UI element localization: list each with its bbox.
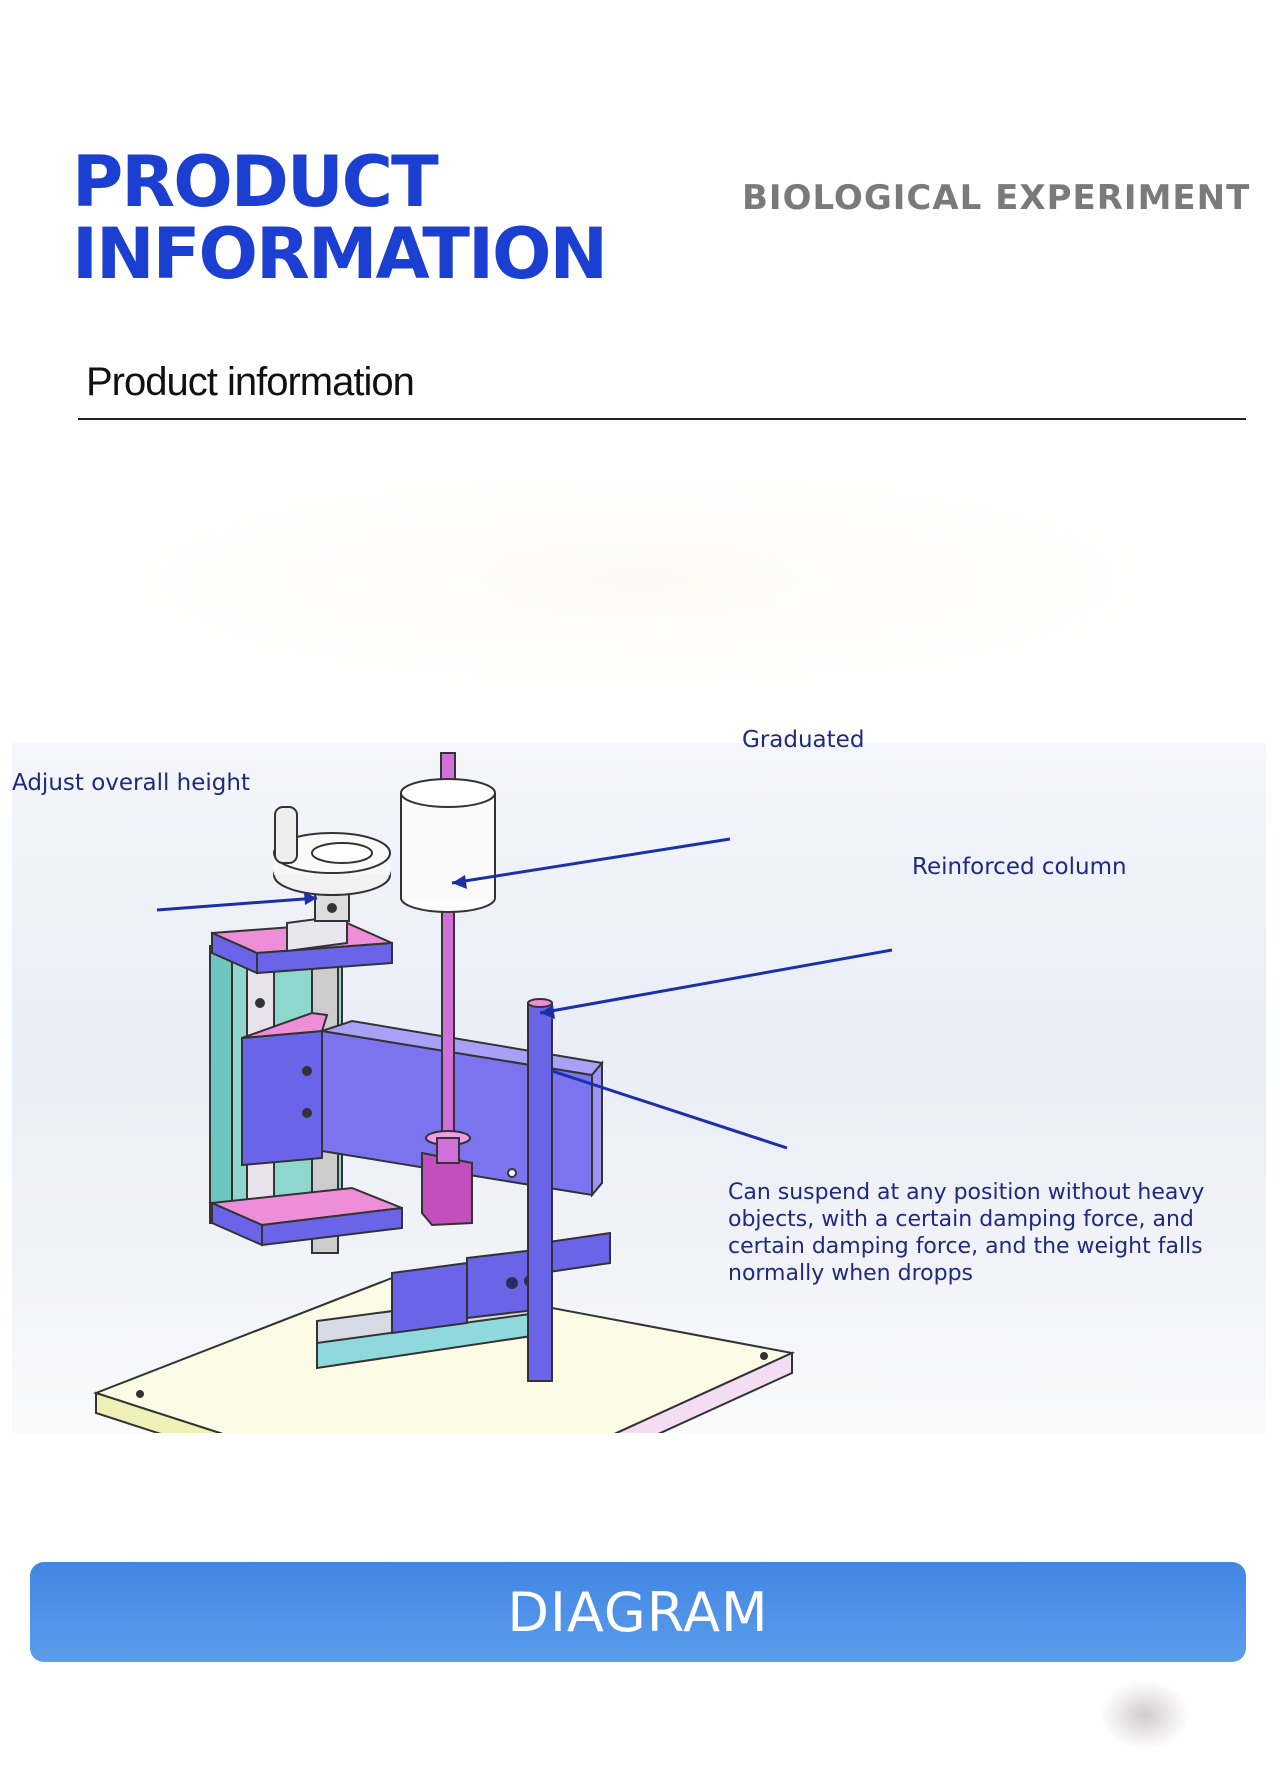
graduated-rod xyxy=(425,752,471,1164)
title-line-2: INFORMATION xyxy=(72,213,608,295)
arm-carriage xyxy=(241,1011,604,1227)
callout-adjust-height: Adjust overall height xyxy=(12,770,250,796)
callout-reinforced-column: Reinforced column xyxy=(912,854,1127,880)
category-subtitle: BIOLOGICAL EXPERIMENT xyxy=(742,178,1251,218)
blurred-artifact xyxy=(1100,1680,1190,1750)
section-heading: Product information xyxy=(86,360,415,404)
drop-weight xyxy=(400,778,496,913)
product-diagram: Adjust overall height Graduated Reinforc… xyxy=(12,727,1266,1433)
diagram-button-label: DIAGRAM xyxy=(507,1580,769,1644)
page-title: PRODUCT INFORMATION xyxy=(72,146,608,290)
callout-arrowheads xyxy=(304,875,555,1019)
reinforced-column xyxy=(527,998,553,1382)
section-divider xyxy=(78,418,1246,420)
callout-damping-description: Can suspend at any position without heav… xyxy=(728,1180,1205,1286)
apparatus-illustration xyxy=(93,752,893,1433)
callout-lines xyxy=(156,837,893,1150)
faint-watermark xyxy=(110,470,1170,690)
base-plate xyxy=(93,1276,796,1433)
diagram-button[interactable]: DIAGRAM xyxy=(30,1562,1246,1662)
handwheel xyxy=(273,806,391,896)
title-line-1: PRODUCT xyxy=(72,141,439,223)
callout-graduated: Graduated xyxy=(742,727,865,753)
